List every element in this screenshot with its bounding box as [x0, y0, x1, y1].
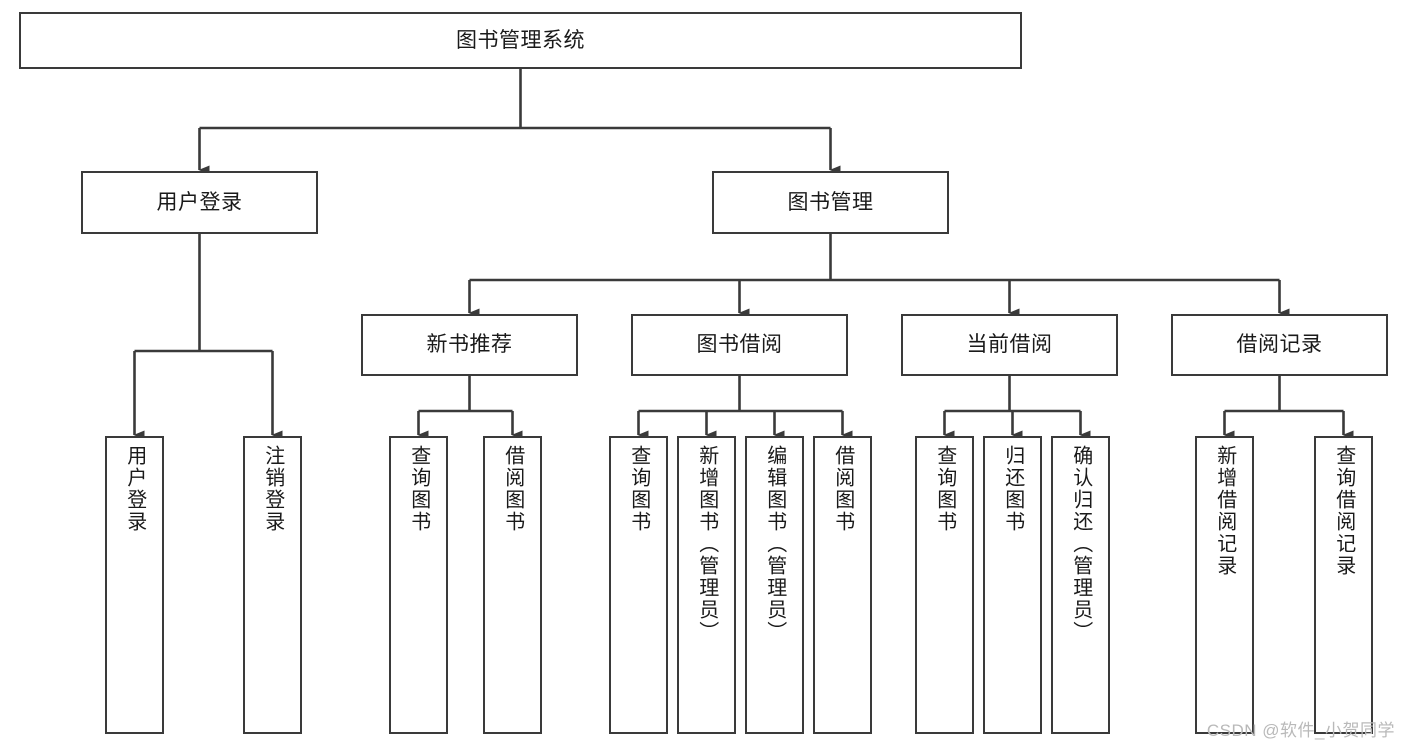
node-leaf-cb-confirm[interactable]: 确认归还（管理员）: [1051, 436, 1110, 734]
node-leaf-rec-query[interactable]: 查询图书: [389, 436, 448, 734]
node-label: 新增图书（管理员）: [695, 445, 718, 643]
node-label: 注销登录: [261, 445, 284, 533]
node-label: 新增借阅记录: [1213, 445, 1236, 577]
node-borrow-record[interactable]: 借阅记录: [1171, 314, 1388, 376]
node-label: 图书管理: [787, 190, 874, 214]
node-leaf-cb-return[interactable]: 归还图书: [983, 436, 1042, 734]
node-leaf-user-login[interactable]: 用户登录: [105, 436, 164, 734]
node-leaf-br-add[interactable]: 新增借阅记录: [1195, 436, 1254, 734]
node-label: 用户登录: [156, 190, 243, 214]
node-leaf-bb-borrow[interactable]: 借阅图书: [813, 436, 872, 734]
node-label: 借阅记录: [1236, 333, 1323, 357]
node-label: 查询借阅记录: [1332, 445, 1355, 577]
node-label: 图书管理系统: [456, 28, 585, 52]
node-label: 用户登录: [123, 445, 146, 533]
node-label: 借阅图书: [831, 445, 854, 533]
node-leaf-bb-add[interactable]: 新增图书（管理员）: [677, 436, 736, 734]
node-label: 图书借阅: [696, 333, 783, 357]
node-current-borrow[interactable]: 当前借阅: [901, 314, 1118, 376]
node-leaf-cb-query[interactable]: 查询图书: [915, 436, 974, 734]
node-book-borrow[interactable]: 图书借阅: [631, 314, 848, 376]
node-leaf-bb-query[interactable]: 查询图书: [609, 436, 668, 734]
node-label: 查询图书: [933, 445, 956, 533]
node-root[interactable]: 图书管理系统: [19, 12, 1022, 69]
node-label: 查询图书: [627, 445, 650, 533]
node-label: 查询图书: [407, 445, 430, 533]
node-label: 归还图书: [1001, 445, 1024, 533]
node-new-book-rec[interactable]: 新书推荐: [361, 314, 578, 376]
node-label: 确认归还（管理员）: [1069, 445, 1092, 643]
node-label: 编辑图书（管理员）: [763, 445, 786, 643]
node-book-manage[interactable]: 图书管理: [712, 171, 949, 234]
node-label: 借阅图书: [501, 445, 524, 533]
node-leaf-br-query[interactable]: 查询借阅记录: [1314, 436, 1373, 734]
node-label: 当前借阅: [966, 333, 1053, 357]
node-label: 新书推荐: [426, 333, 513, 357]
csdn-watermark: CSDN @软件_小贺同学: [1206, 721, 1395, 740]
node-leaf-rec-borrow[interactable]: 借阅图书: [483, 436, 542, 734]
node-leaf-user-logout[interactable]: 注销登录: [243, 436, 302, 734]
node-user-login[interactable]: 用户登录: [81, 171, 318, 234]
node-leaf-bb-edit[interactable]: 编辑图书（管理员）: [745, 436, 804, 734]
